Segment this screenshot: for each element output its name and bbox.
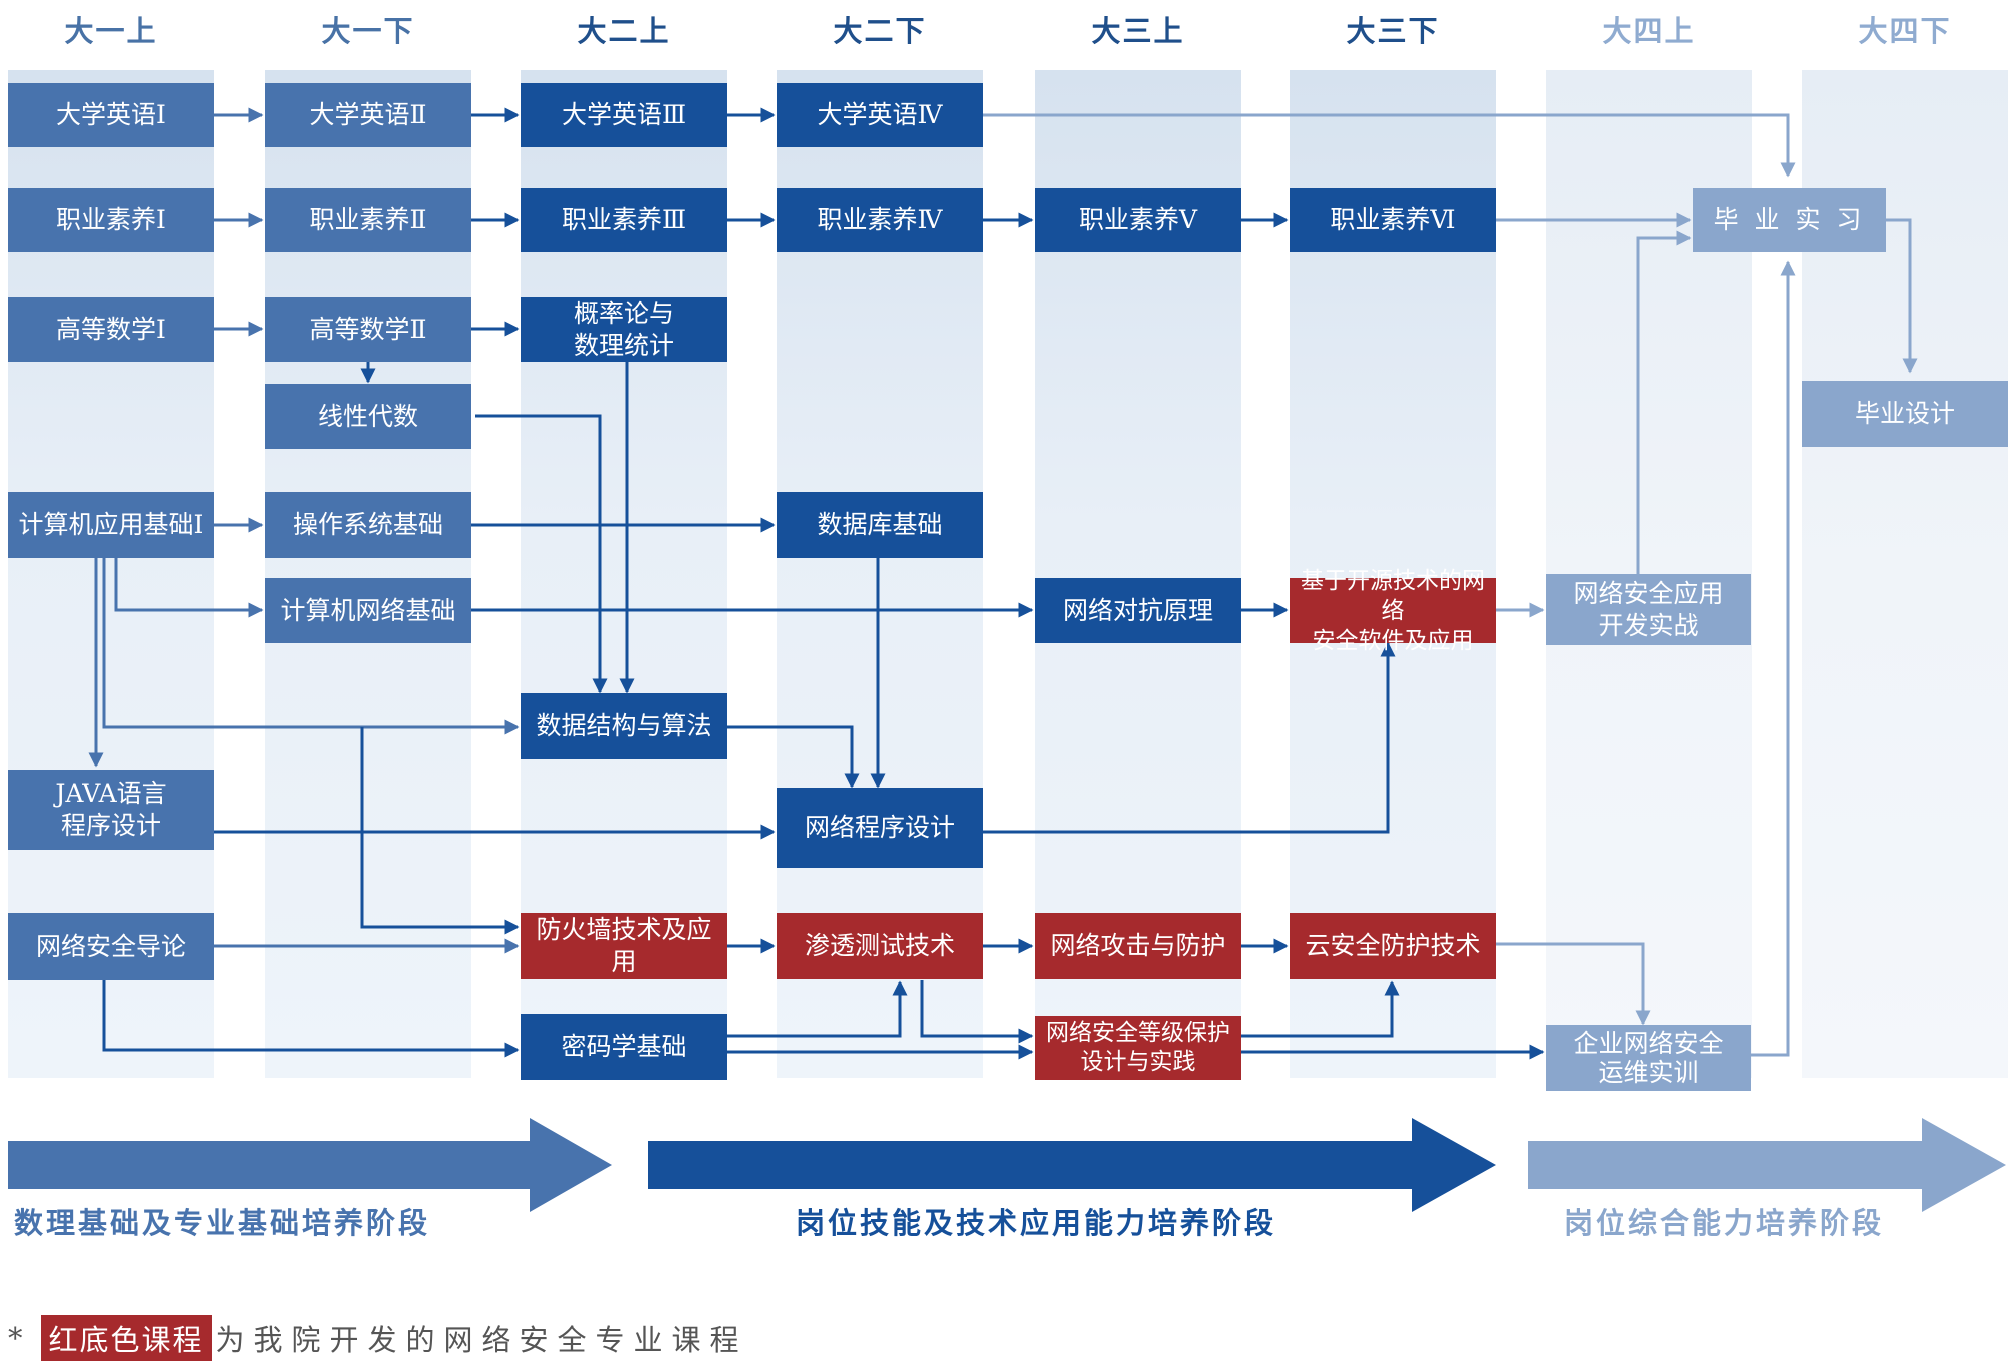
- semester-header-1: 大一上: [64, 14, 158, 48]
- stage-label-comprehensive: 岗位综合能力培养阶段: [1564, 1206, 1885, 1240]
- course-network-basics: 计算机网络基础: [265, 578, 471, 643]
- course-internship: 毕 业 实 习: [1693, 188, 1886, 252]
- stage-label-skill: 岗位技能及技术应用能力培养阶段: [796, 1206, 1277, 1240]
- course-security-dev: 网络安全应用 开发实战: [1546, 574, 1751, 645]
- semester-header-3: 大二上: [577, 14, 671, 48]
- course-database: 数据库基础: [777, 492, 983, 558]
- course-career-1: 职业素养Ⅰ: [8, 188, 214, 252]
- course-english-2: 大学英语Ⅱ: [265, 83, 471, 147]
- course-security-intro: 网络安全导论: [8, 913, 214, 980]
- course-net-programming: 网络程序设计: [777, 788, 983, 868]
- course-cloud-security: 云安全防护技术: [1290, 913, 1496, 979]
- semester-header-6: 大三下: [1346, 14, 1440, 48]
- footnote: * 红底色课程 为我院开发的网络安全专业课程: [8, 1315, 748, 1361]
- course-computer-basics: 计算机应用基础Ⅰ: [8, 492, 214, 558]
- course-net-confront: 网络对抗原理: [1035, 578, 1241, 643]
- footnote-text: 为我院开发的网络安全专业课程: [215, 1323, 748, 1357]
- course-pentest: 渗透测试技术: [777, 913, 983, 979]
- semester-header-4: 大二下: [833, 14, 927, 48]
- footnote-red-tag: 红底色课程: [40, 1315, 212, 1361]
- course-enterprise-ops: 企业网络安全 运维实训: [1546, 1025, 1751, 1091]
- course-os: 操作系统基础: [265, 492, 471, 558]
- course-firewall: 防火墙技术及应用: [521, 913, 727, 979]
- course-english-1: 大学英语Ⅰ: [8, 83, 214, 147]
- course-english-3: 大学英语Ⅲ: [521, 83, 727, 147]
- course-net-attack: 网络攻击与防护: [1035, 913, 1241, 979]
- semester-header-7: 大四上: [1602, 14, 1696, 48]
- course-career-2: 职业素养Ⅱ: [265, 188, 471, 252]
- course-thesis: 毕业设计: [1802, 381, 2008, 447]
- course-linear-algebra: 线性代数: [265, 384, 471, 449]
- course-java: JAVA语言 程序设计: [8, 770, 214, 850]
- course-english-4: 大学英语Ⅳ: [777, 83, 983, 147]
- footnote-star: *: [8, 1321, 23, 1355]
- course-math-2: 高等数学Ⅱ: [265, 297, 471, 362]
- course-opensource-security: 基于开源技术的网络 安全软件及应用: [1290, 568, 1496, 654]
- semester-header-2: 大一下: [321, 14, 415, 48]
- course-career-5: 职业素养Ⅴ: [1035, 188, 1241, 252]
- stage-label-foundation: 数理基础及专业基础培养阶段: [14, 1206, 431, 1240]
- course-career-6: 职业素养Ⅵ: [1290, 188, 1496, 252]
- course-math-1: 高等数学Ⅰ: [8, 297, 214, 362]
- course-career-4: 职业素养Ⅳ: [777, 188, 983, 252]
- course-crypto: 密码学基础: [521, 1014, 727, 1080]
- course-data-structure: 数据结构与算法: [521, 693, 727, 759]
- semester-header-8: 大四下: [1858, 14, 1952, 48]
- course-level-protection: 网络安全等级保护 设计与实践: [1035, 1016, 1241, 1080]
- course-career-3: 职业素养Ⅲ: [521, 188, 727, 252]
- course-probability: 概率论与 数理统计: [521, 297, 727, 362]
- semester-header-5: 大三上: [1091, 14, 1185, 48]
